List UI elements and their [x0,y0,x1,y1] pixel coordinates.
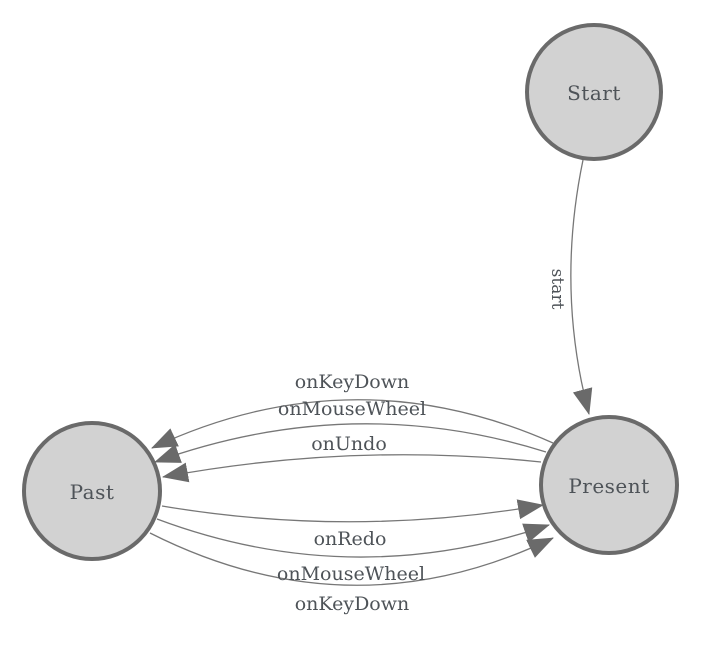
edge-label-onundo: onUndo [311,433,387,455]
edge-present-to-past-onmousewheel [154,423,547,463]
edge-start-to-present [570,159,593,415]
state-label-start: Start [567,81,621,105]
edge-label-onmousewheel-bottom: onMouseWheel [277,563,425,585]
edge-past-to-present-onmousewheel [156,518,550,558]
edge-label-onkeydown-bottom: onKeyDown [295,593,410,615]
edge-past-to-present-onkeydown [149,532,554,586]
edge-label-onmousewheel-top: onMouseWheel [278,398,426,420]
state-label-present: Present [568,474,649,498]
edge-label-start: start [547,269,567,310]
state-node-start [525,23,663,161]
edge-present-to-past-onkeydown [151,399,554,449]
state-label-past: Past [70,480,115,504]
edge-present-to-past-onundo [162,454,542,483]
edge-label-onredo: onRedo [314,528,387,550]
state-node-present [539,415,679,555]
edge-past-to-present-onredo [161,499,544,523]
state-node-past [22,421,162,561]
edge-label-onkeydown-top: onKeyDown [295,371,410,393]
